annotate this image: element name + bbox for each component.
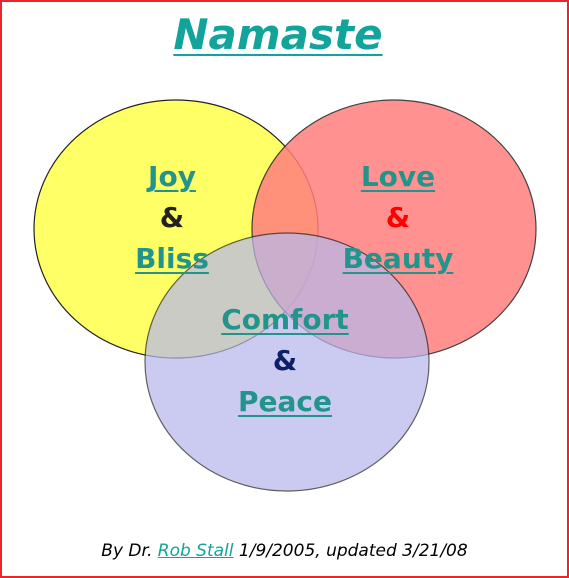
label-group-love-beauty: Love & Beauty (318, 160, 478, 275)
page-title: Namaste (173, 10, 383, 59)
word-bliss: Bliss (135, 242, 209, 275)
credit-line: By Dr. Rob Stall 1/9/2005, updated 3/21/… (0, 541, 569, 561)
word-joy: Joy (148, 160, 196, 193)
word-comfort: Comfort (221, 303, 349, 336)
word-love: Love (360, 160, 436, 193)
author-link[interactable]: Rob Stall (157, 541, 234, 561)
word-peace: Peace (238, 385, 332, 418)
label-group-joy-bliss: Joy & Bliss (92, 160, 252, 275)
word-beauty: Beauty (342, 242, 454, 275)
ampersand-joy-bliss: & (159, 201, 185, 234)
ampersand-love-beauty: & (385, 201, 411, 234)
credit-suffix: 1/9/2005, updated 3/21/08 (238, 541, 468, 561)
credit-prefix: By Dr. (101, 541, 153, 561)
ampersand-comfort-peace: & (272, 344, 298, 377)
label-group-comfort-peace: Comfort & Peace (185, 303, 385, 418)
circle-comfort-peace (144, 232, 430, 492)
